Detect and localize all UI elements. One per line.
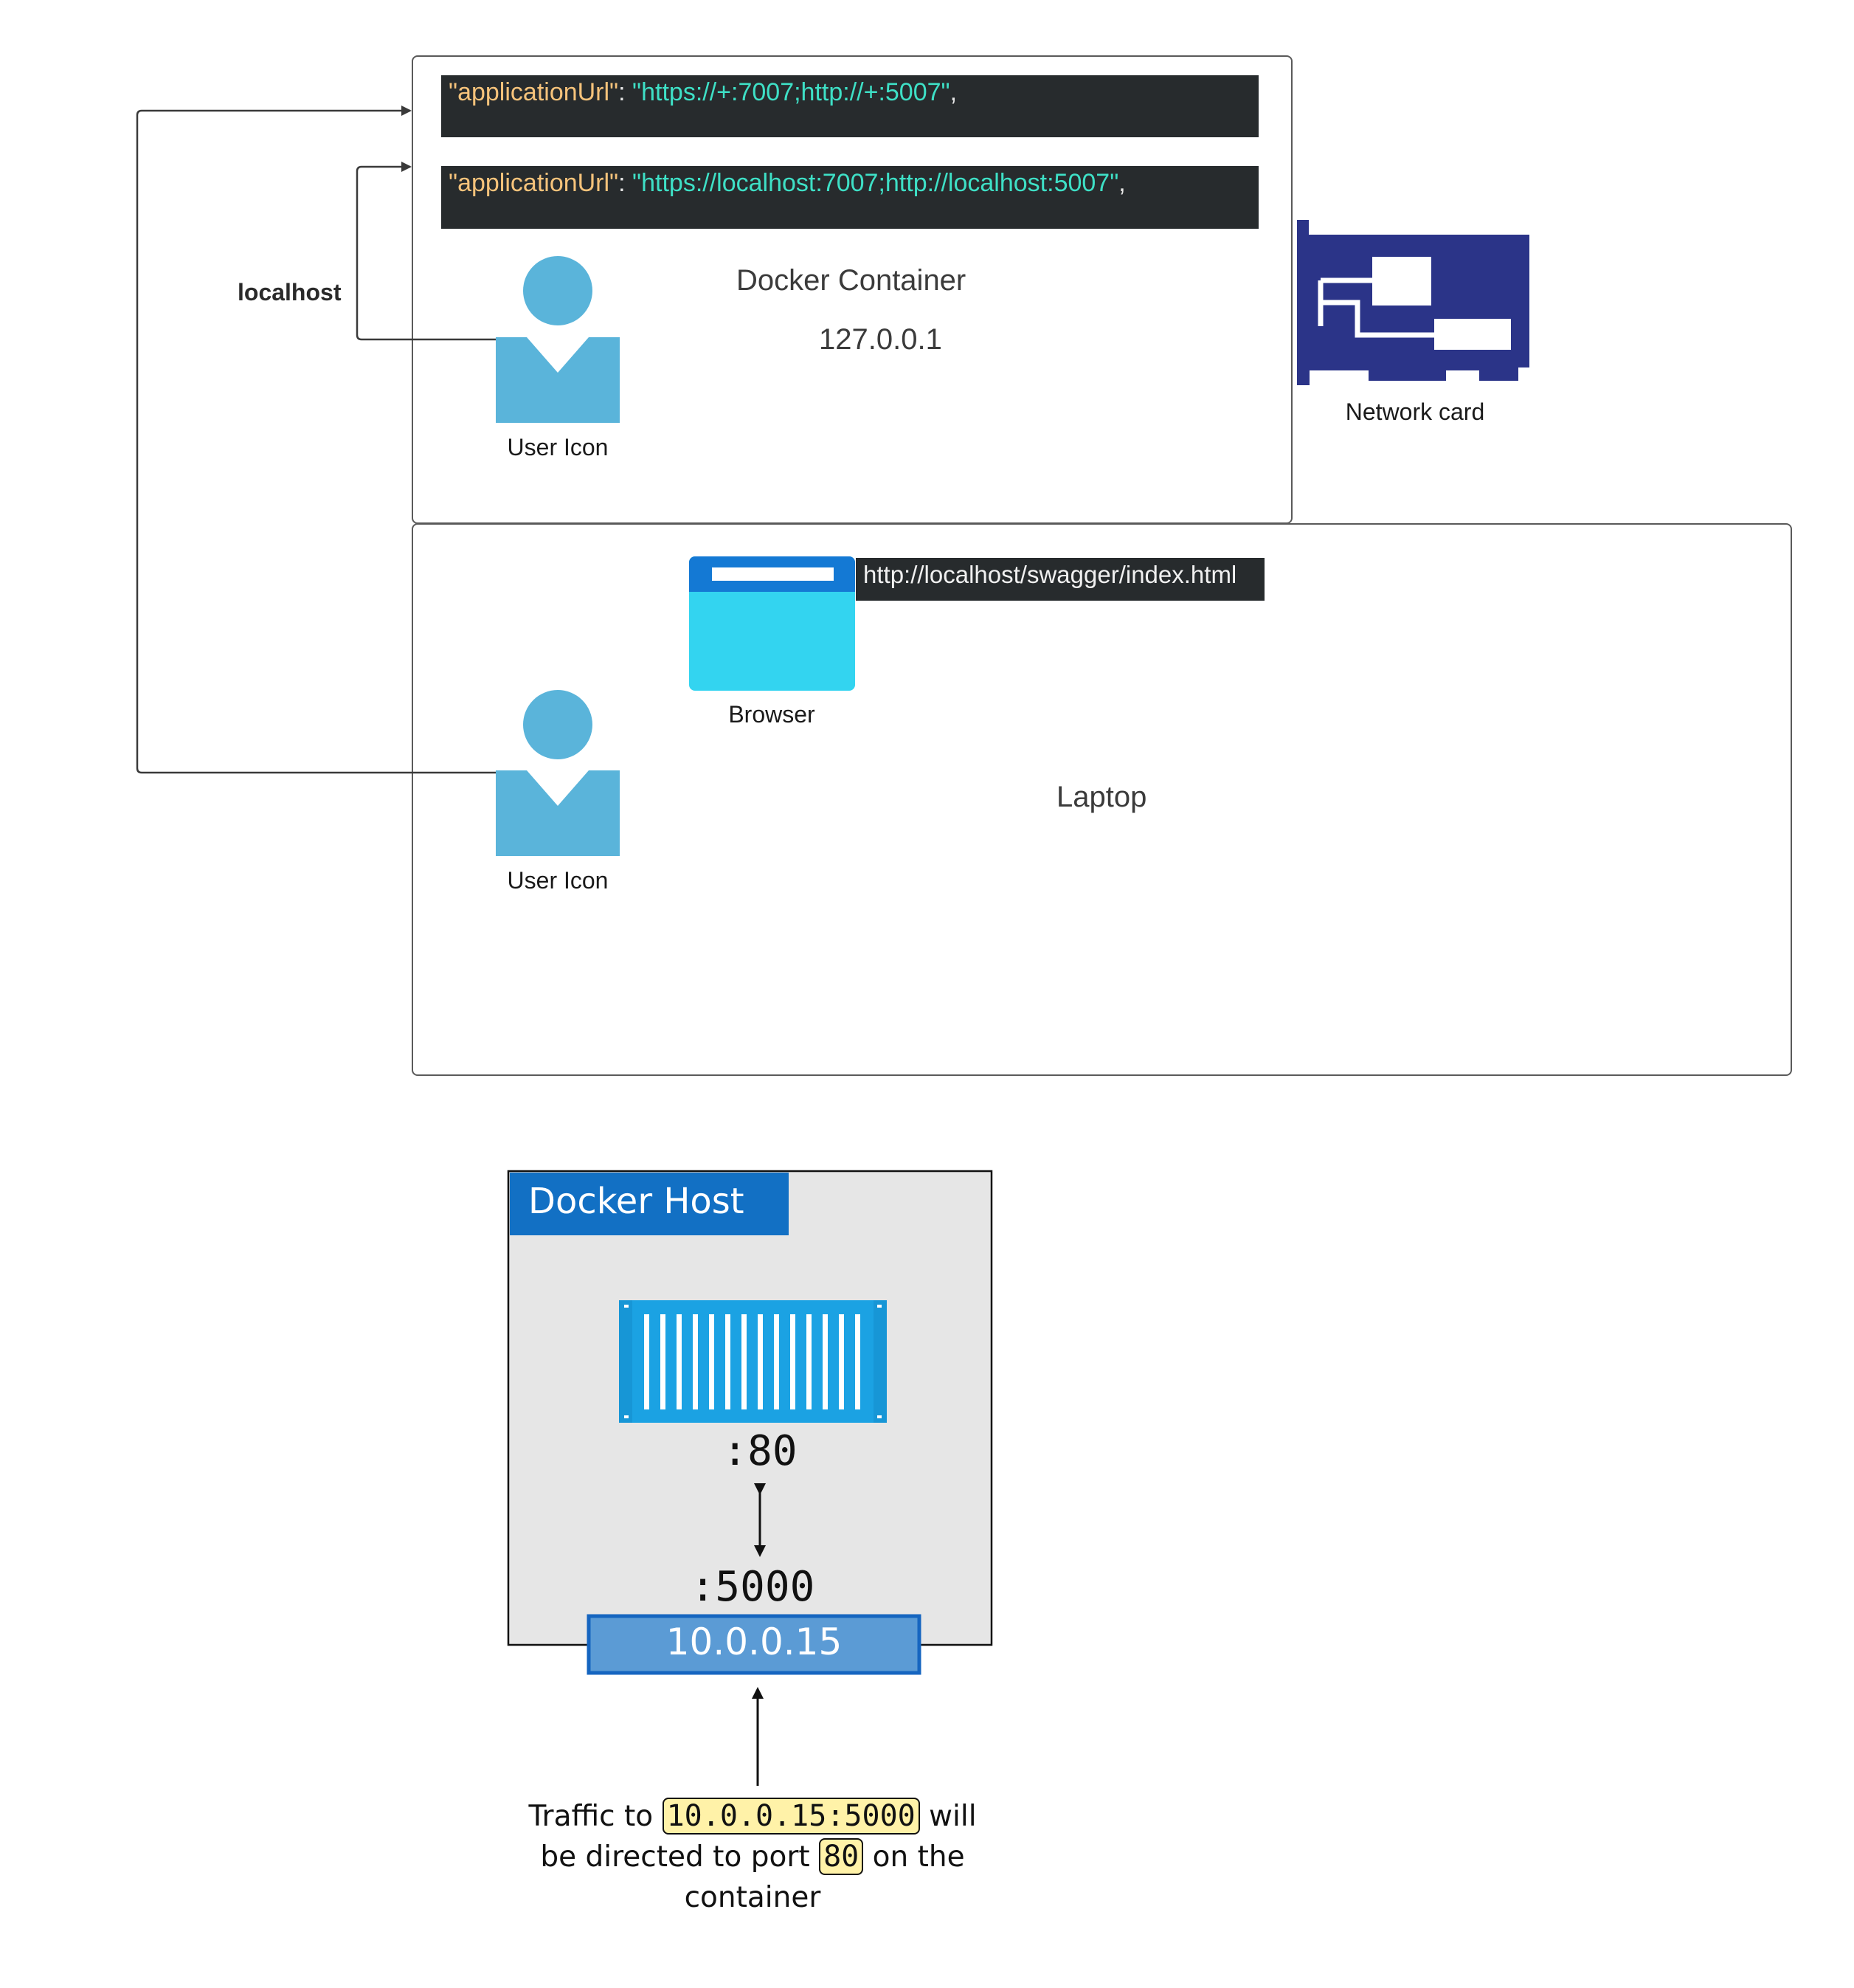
- code-line-2: "applicationUrl": "https://localhost:700…: [441, 166, 1259, 229]
- caption-text: Traffic to: [528, 1800, 654, 1833]
- laptop-title: Laptop: [1056, 781, 1147, 813]
- browser-url: http://localhost/swagger/index.html: [863, 561, 1237, 588]
- user-icon-label: User Icon: [507, 867, 609, 894]
- caption-text: on the: [872, 1840, 965, 1874]
- host-ip-label: 10.0.0.15: [665, 1621, 843, 1663]
- container-port-label: :80: [722, 1427, 798, 1475]
- user-icon-label: User Icon: [507, 434, 609, 460]
- browser-url-bar[interactable]: http://localhost/swagger/index.html: [856, 558, 1265, 601]
- docker-host-title: Docker Host: [528, 1181, 744, 1222]
- docker-container-title: Docker Container: [736, 264, 966, 297]
- docker-host-title-bar: [510, 1173, 789, 1235]
- caption-line-1: Traffic to 10.0.0.15:5000 will: [487, 1796, 1018, 1837]
- caption-port-highlight: 80: [819, 1838, 864, 1875]
- caption-line-3: container: [487, 1877, 1018, 1918]
- docker-container-ip: 127.0.0.1: [819, 323, 942, 356]
- traffic-caption: Traffic to 10.0.0.15:5000 will be direct…: [487, 1796, 1018, 1918]
- code-key: "applicationUrl": [449, 78, 619, 106]
- code-key: "applicationUrl": [449, 169, 619, 197]
- caption-text: be directed to port: [540, 1840, 810, 1874]
- caption-line-2: be directed to port 80 on the: [487, 1837, 1018, 1877]
- browser-icon: [689, 556, 855, 691]
- network-card-label: Network card: [1345, 398, 1485, 425]
- code-value: "https://+:7007;http://+:5007": [632, 78, 950, 106]
- laptop-frame: [412, 523, 1792, 1076]
- localhost-label: localhost: [238, 279, 342, 306]
- code-sep: :: [618, 169, 633, 197]
- code-tail: ,: [1118, 169, 1126, 197]
- host-ip-box: [587, 1614, 921, 1675]
- code-sep: :: [618, 78, 633, 106]
- code-value: "https://localhost:7007;http://localhost…: [632, 169, 1119, 197]
- user-icon: [496, 690, 620, 856]
- caption-text: will: [929, 1800, 977, 1833]
- code-line-1: "applicationUrl": "https://+:7007;http:/…: [441, 75, 1259, 137]
- user-icon: [496, 256, 620, 423]
- caption-text: container: [684, 1881, 821, 1914]
- localhost-connector: [356, 162, 496, 341]
- browser-label: Browser: [728, 701, 815, 728]
- shipping-container-icon: [619, 1300, 887, 1423]
- code-tail: ,: [950, 78, 958, 106]
- caption-address-highlight: 10.0.0.15:5000: [662, 1798, 920, 1835]
- laptop-user-connector: [136, 106, 496, 774]
- network-card-icon: [1297, 220, 1529, 385]
- host-port-label: :5000: [690, 1563, 815, 1611]
